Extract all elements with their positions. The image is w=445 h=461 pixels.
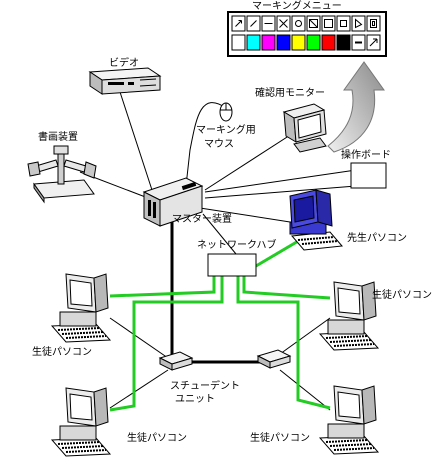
- teacher-pc: 先生パソコン: [289, 189, 407, 251]
- palette-swatch[interactable]: [291, 34, 306, 51]
- line-icon[interactable]: [261, 15, 276, 32]
- curved-arrow: [327, 61, 385, 153]
- student-pc-label-bottom-left: 生徒パソコン: [127, 431, 187, 444]
- lan-student-top-right: [242, 276, 331, 300]
- video-label: ビデオ: [109, 56, 139, 69]
- pointer-icon[interactable]: [351, 15, 366, 32]
- unit-thin-links: [109, 317, 331, 411]
- master-label: マスター装置: [172, 212, 232, 225]
- marking-mouse: マーキング用 マウス: [196, 102, 256, 150]
- palette-swatch[interactable]: [276, 34, 291, 51]
- student-pc-bottom-right: [319, 385, 379, 455]
- menu-icon-row: [231, 15, 381, 32]
- square-icon[interactable]: [336, 15, 351, 32]
- eraser-icon[interactable]: [276, 15, 291, 32]
- video-deck: ビデオ: [88, 56, 162, 95]
- palette-swatch[interactable]: [246, 34, 261, 51]
- arrow-icon[interactable]: [231, 15, 246, 32]
- unit-left-to-pc-left-top: [109, 317, 169, 359]
- board-link-bottom: [204, 185, 357, 199]
- box-icon[interactable]: [321, 15, 336, 32]
- control-board: 操作ボード: [341, 148, 391, 189]
- lan-student-bottom-right: [236, 276, 331, 410]
- unit-left-to-pc-left-bottom: [109, 369, 169, 409]
- teacher-pc-label: 先生パソコン: [347, 231, 407, 244]
- menu-title: マーキングメニュー: [252, 0, 342, 12]
- master-unit: マスター装置: [142, 177, 232, 227]
- monitor-link: [204, 129, 299, 191]
- hand-icon[interactable]: [366, 15, 381, 32]
- mouse-label-line1: マーキング用: [196, 123, 256, 136]
- palette-swatch[interactable]: [336, 34, 351, 51]
- lan-teacher: [255, 238, 301, 268]
- expand-icon: [369, 38, 378, 47]
- palette-swatch[interactable]: [261, 34, 276, 51]
- unit-right-to-pc-right-bottom: [279, 369, 331, 411]
- diagonal-box-icon[interactable]: [306, 15, 321, 32]
- mouse-label-line2: マウス: [204, 138, 234, 150]
- unit-links: [170, 222, 260, 364]
- lan-student-top-left: [109, 276, 216, 298]
- student-pc-top-left: [51, 273, 111, 343]
- video-link: [119, 91, 153, 191]
- confirmation-monitor: 確認用モニター: [255, 86, 327, 153]
- palette-swatch[interactable]: [231, 34, 246, 51]
- circle-icon[interactable]: [291, 15, 306, 32]
- menu-color-palette: [231, 34, 381, 51]
- student-unit-label-line2: ユニット: [175, 394, 215, 405]
- lan-cables: [109, 238, 331, 412]
- palette-swatch[interactable]: [321, 34, 336, 51]
- student-pc-top-right: [319, 281, 379, 351]
- control-board-label: 操作ボード: [341, 148, 391, 161]
- lan-student-bottom-left: [109, 276, 224, 412]
- student-unit-left: [158, 351, 194, 371]
- teacher-link: [199, 207, 291, 223]
- student-pc-label-top-right: 生徒パソコン: [372, 288, 432, 301]
- hub-link: [202, 213, 237, 255]
- document-camera-label: 書画装置: [38, 130, 78, 143]
- palette-swatch[interactable]: [306, 34, 321, 51]
- student-unit-label-line1: スチューデント: [170, 379, 240, 392]
- board-link-top: [204, 169, 357, 193]
- network-hub-label: ネットワークハブ: [197, 238, 277, 251]
- student-unit-right: [256, 349, 292, 369]
- document-camera: 書画装置: [27, 130, 97, 204]
- network-hub: ネットワークハブ: [197, 238, 277, 277]
- student-pc-label-bottom-right: 生徒パソコン: [250, 431, 310, 444]
- student-pc-label-top-left: 生徒パソコン: [32, 345, 92, 358]
- mouse-cable: [185, 102, 227, 187]
- marking-menu: マーキングメニュー: [227, 0, 387, 57]
- student-pc-bottom-left: [51, 387, 111, 457]
- unit-right-to-pc-right-top: [279, 317, 331, 355]
- pen-icon[interactable]: [246, 15, 261, 32]
- monitor-label: 確認用モニター: [255, 86, 325, 99]
